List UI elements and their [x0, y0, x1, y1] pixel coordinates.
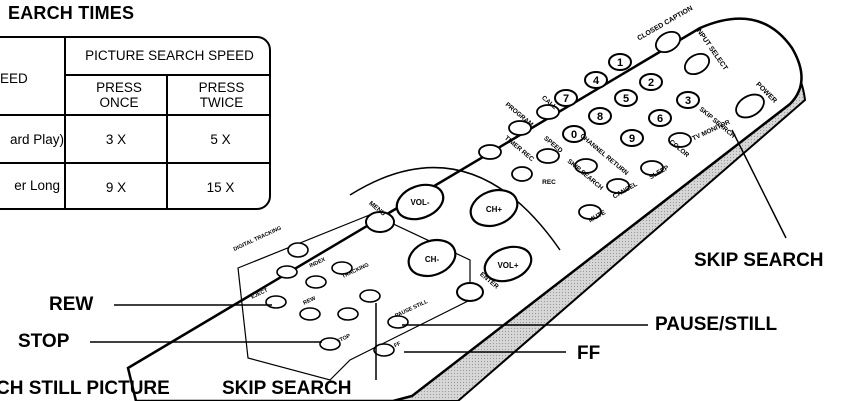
callout-skip-search-right: SKIP SEARCH	[694, 250, 824, 272]
svg-text:4: 4	[593, 75, 600, 87]
digit-1-button: 1	[609, 54, 631, 70]
pause-still-button	[388, 316, 408, 328]
timer-rec-button	[479, 145, 501, 159]
eject-button	[266, 296, 286, 308]
rec-button	[512, 167, 532, 181]
digit-3-button: 3	[677, 92, 699, 108]
svg-text:7: 7	[563, 93, 569, 105]
rec-label: REC	[542, 179, 556, 186]
digit-8-button: 8	[589, 108, 611, 124]
digital-tracking-label: DIGITAL TRACKING	[233, 225, 283, 252]
index-minus-button	[277, 266, 297, 278]
svg-text:2: 2	[648, 77, 654, 89]
skip-search-right-leader-line	[732, 130, 786, 238]
rew-button	[300, 308, 320, 320]
digit-5-button: 5	[615, 90, 637, 106]
digit-9-button: 9	[621, 130, 643, 146]
vol-minus-label: VOL-	[410, 198, 429, 207]
callout-stop: STOP	[18, 331, 69, 353]
remote-top-face	[128, 19, 802, 401]
ff-button	[374, 344, 394, 356]
ch-plus-label: CH+	[486, 205, 503, 214]
callout-rew: REW	[49, 294, 93, 316]
digit-2-button: 2	[640, 74, 662, 90]
svg-text:8: 8	[597, 111, 603, 123]
callout-ff: FF	[577, 343, 600, 365]
svg-text:3: 3	[685, 95, 691, 107]
tracking-plus-button	[360, 290, 380, 302]
digit-4-button: 4	[585, 72, 607, 88]
svg-text:1: 1	[617, 57, 623, 69]
ch-minus-label: CH-	[425, 255, 440, 264]
digit-7-button: 7	[555, 90, 577, 106]
play-button	[338, 308, 358, 320]
vol-plus-label: VOL+	[497, 261, 518, 270]
index-plus-button	[306, 276, 326, 288]
callout-still-picture: CH STILL PICTURE	[0, 378, 170, 400]
tracking-minus-button	[332, 262, 352, 274]
callout-pause-still: PAUSE/STILL	[655, 314, 777, 336]
svg-text:9: 9	[629, 133, 635, 145]
callout-skip-search-bottom: SKIP SEARCH	[222, 378, 352, 400]
svg-text:0: 0	[571, 129, 577, 141]
svg-text:6: 6	[657, 113, 663, 125]
svg-text:5: 5	[623, 93, 629, 105]
enter-button	[457, 283, 483, 301]
digital-tracking-button	[288, 243, 308, 257]
digit-6-button: 6	[649, 110, 671, 126]
stop-button	[320, 338, 340, 350]
